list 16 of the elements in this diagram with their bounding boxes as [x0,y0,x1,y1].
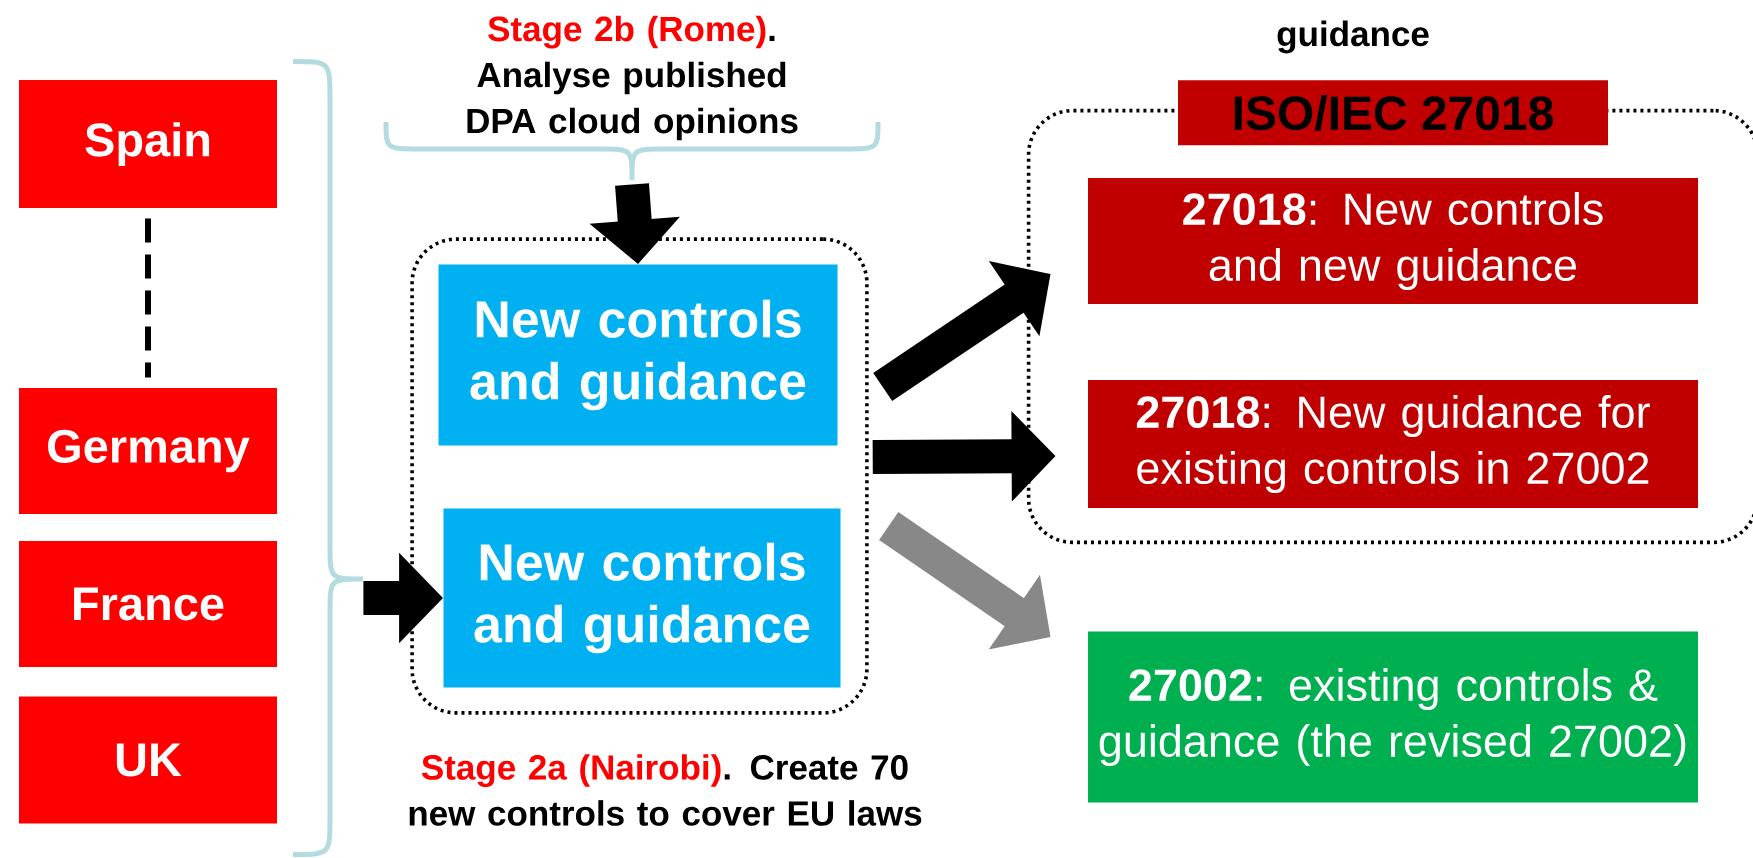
stage-note: Stage 2b (Rome). Analyse published DPA cloud opinions [467,15,798,141]
process-box: New controls and guidance [443,508,841,688]
stage-note: Stage 2a (Nairobi). Create 70 new controls to cover EU laws [409,754,922,826]
country-box: Germany [19,388,277,514]
country-box: Spain [19,80,277,208]
standard-box: 27018: New controls and new guidance [1088,178,1698,304]
standard-box: 27018: New guidance for existing controls in 27002 [1088,380,1698,508]
dotted-group-frame [410,237,869,715]
dashed-line [145,218,151,378]
heading-text: guidance [1277,20,1429,54]
country-box: UK [19,696,277,824]
heading-band: ISO/IEC 27018 [1178,80,1608,146]
country-box: France [19,541,277,667]
process-box: New controls and guidance [438,264,838,446]
standard-box: 27002: existing controls & guidance (the revised 27002) [1088,631,1698,803]
curly-brace [293,59,366,857]
